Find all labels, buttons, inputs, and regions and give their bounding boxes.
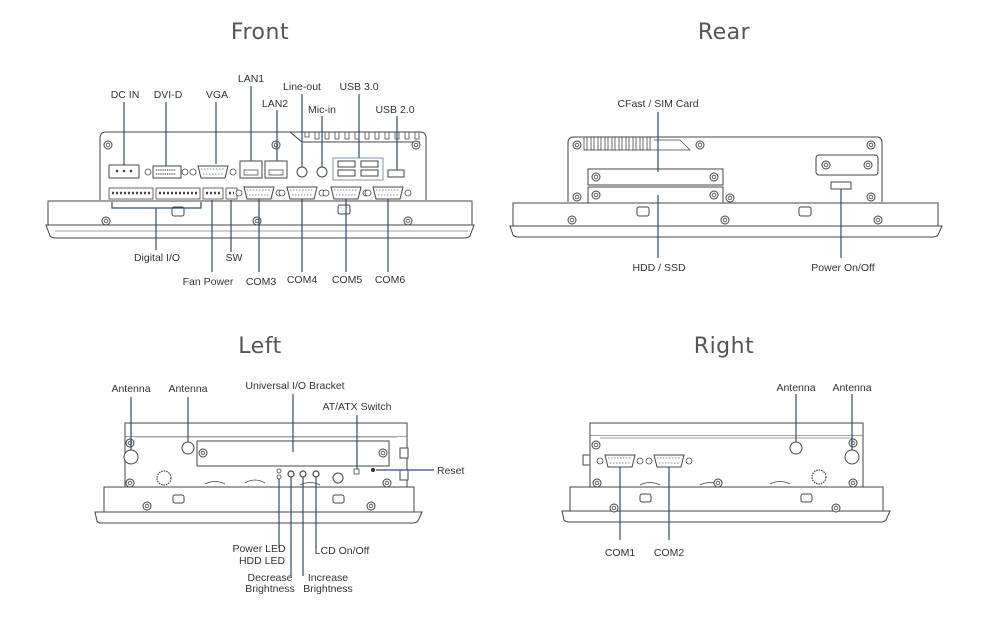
usb20-port <box>387 169 405 178</box>
label-line-out: Line-out <box>283 81 321 93</box>
rear-device <box>509 136 943 238</box>
label-increase-brightness-1: Increase <box>307 572 349 584</box>
dc-in-port <box>108 164 140 179</box>
label-power-led: Power LED <box>232 543 286 555</box>
label-com5: COM5 <box>331 274 363 286</box>
label-vga: VGA <box>205 89 229 101</box>
label-antenna: Antenna <box>776 382 816 394</box>
front-leader-lines <box>111 86 398 272</box>
label-com1: COM1 <box>604 547 636 559</box>
right-leader-lines <box>619 394 853 540</box>
digital-io-terminals <box>108 187 238 200</box>
label-antenna: Antenna <box>168 383 208 395</box>
label-dvi-d: DVI-D <box>153 89 183 101</box>
label-lcd-onoff: LCD On/Off <box>314 545 370 557</box>
label-antenna: Antenna <box>832 382 872 394</box>
antenna-hole <box>181 441 195 455</box>
label-dc-in: DC IN <box>110 89 140 101</box>
antenna-hole <box>123 449 139 465</box>
label-power-onoff: Power On/Off <box>811 262 875 274</box>
front-device <box>45 131 475 239</box>
label-cfast-sim: CFast / SIM Card <box>617 98 699 110</box>
label-antenna: Antenna <box>111 383 151 395</box>
label-universal-io-bracket: Universal I/O Bracket <box>245 380 345 392</box>
label-usb30: USB 3.0 <box>339 81 379 93</box>
label-lan1: LAN1 <box>237 73 265 85</box>
left-title: Left <box>238 334 282 359</box>
label-lan2: LAN2 <box>261 98 289 110</box>
label-decrease-brightness-2: Brightness <box>245 583 295 595</box>
label-usb20: USB 2.0 <box>375 104 415 116</box>
lan1-port <box>239 160 263 179</box>
line-out-jack <box>296 166 308 178</box>
label-sw: SW <box>225 252 243 264</box>
label-com4: COM4 <box>286 274 318 286</box>
lan2-port <box>264 160 288 179</box>
label-hdd-ssd: HDD / SSD <box>632 262 686 274</box>
usb30-ports <box>332 157 384 181</box>
label-com3: COM3 <box>245 276 277 288</box>
label-digital-io: Digital I/O <box>133 252 181 264</box>
label-com6: COM6 <box>374 274 406 286</box>
right-title: Right <box>693 334 755 359</box>
label-at-atx-switch: AT/ATX Switch <box>322 401 392 413</box>
label-increase-brightness-2: Brightness <box>303 583 353 595</box>
label-hdd-led: HDD LED <box>238 555 286 567</box>
label-com2: COM2 <box>653 547 685 559</box>
label-mic-in: Mic-in <box>308 104 336 116</box>
label-fan-power: Fan Power <box>182 276 234 288</box>
left-leader-lines <box>130 394 434 576</box>
label-reset: Reset <box>437 465 465 477</box>
rear-title: Rear <box>697 20 751 45</box>
mic-in-jack <box>316 166 328 178</box>
label-decrease-brightness-1: Decrease <box>247 572 293 584</box>
front-title: Front <box>230 20 290 45</box>
dvi-d-port <box>144 165 189 179</box>
rear-leader-lines <box>657 112 842 258</box>
